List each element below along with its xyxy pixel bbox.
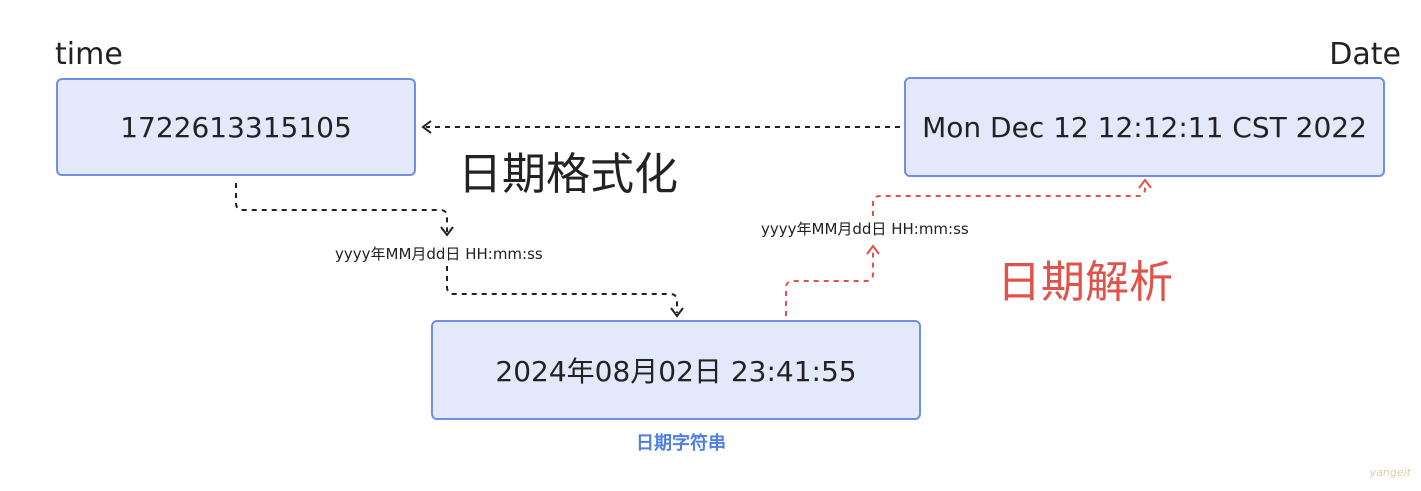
date-label: Date (1329, 37, 1401, 72)
format-pattern: yyyy年MM月dd日 HH:mm:ss (335, 245, 543, 263)
date-string-value: 2024年08月02日 23:41:55 (495, 355, 857, 388)
watermark: yangeit (1369, 466, 1411, 479)
date-string-label: 日期字符串 (636, 433, 726, 454)
timestamp-box: 1722613315105 (56, 78, 416, 176)
parse-arrow (785, 178, 1152, 316)
timestamp-value: 1722613315105 (120, 110, 352, 144)
format-label: 日期格式化 (458, 149, 678, 200)
date-string-box: 2024年08月02日 23:41:55 (431, 320, 921, 420)
parse-label: 日期解析 (997, 257, 1173, 308)
format-arrow (235, 183, 684, 318)
date-to-time-arrow (421, 120, 900, 134)
parse-pattern: yyyy年MM月dd日 HH:mm:ss (761, 220, 969, 238)
date-box: Mon Dec 12 12:12:11 CST 2022 (904, 77, 1385, 177)
date-value: Mon Dec 12 12:12:11 CST 2022 (922, 110, 1367, 144)
time-label: time (55, 37, 123, 72)
